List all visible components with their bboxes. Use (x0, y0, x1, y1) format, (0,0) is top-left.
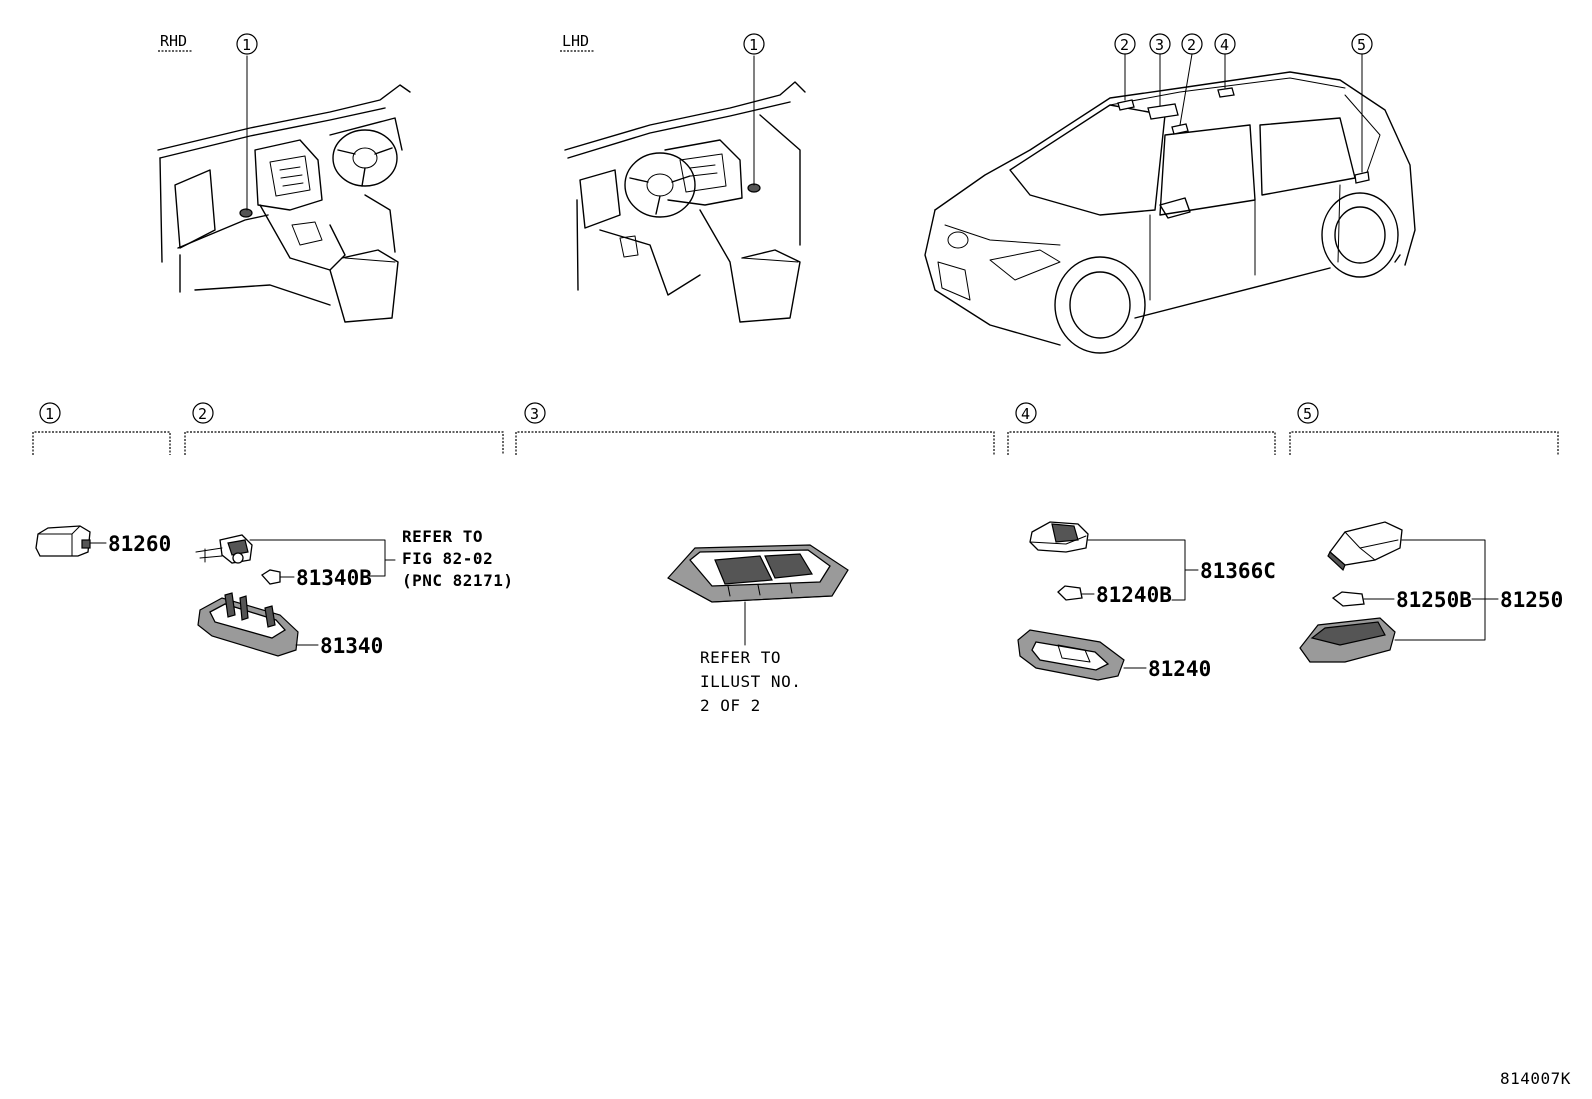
svg-text:5: 5 (1303, 405, 1312, 423)
part-81240-group[interactable]: 81366C 81240B 81240 (1017, 521, 1276, 681)
svg-text:3: 3 (530, 405, 539, 423)
refer-illust-note-line2: ILLUST NO. (700, 672, 801, 691)
refer-illust-note-line1: REFER TO (700, 648, 781, 667)
part-label-81340B[interactable]: 81340B (296, 566, 372, 590)
part-label-81240[interactable]: 81240 (1148, 657, 1211, 681)
group-4-header: 4 (1007, 402, 1276, 455)
group-1-header: 1 (32, 402, 171, 455)
group-3-header: 3 (515, 402, 995, 455)
part-label-81250B[interactable]: 81250B (1396, 588, 1472, 612)
refer-fig-note-line2: FIG 82-02 (402, 549, 493, 568)
svg-text:4: 4 (1021, 405, 1030, 423)
refer-fig-note-line1: REFER TO (402, 527, 483, 546)
svg-text:3: 3 (1155, 36, 1164, 54)
svg-text:4: 4 (1220, 36, 1229, 54)
group-brackets: 1 2 3 4 5 (32, 402, 1559, 455)
svg-text:2: 2 (1120, 36, 1129, 54)
rhd-dashboard-illustration: RHD 1 (157, 32, 411, 323)
part-label-81340[interactable]: 81340 (320, 634, 383, 658)
part-label-81366C[interactable]: 81366C (1200, 559, 1276, 583)
svg-text:2: 2 (198, 405, 207, 423)
part-map-lamp-group[interactable]: REFER TO ILLUST NO. 2 OF 2 (667, 544, 849, 715)
group-2-header: 2 (184, 402, 504, 455)
vehicle-illustration: 2 3 2 4 5 (924, 33, 1416, 354)
group-5-header: 5 (1289, 402, 1559, 455)
refer-illust-note-line3: 2 OF 2 (700, 696, 761, 715)
part-81250-group[interactable]: 81250B 81250 (1299, 521, 1563, 663)
part-label-81260[interactable]: 81260 (108, 532, 171, 556)
svg-text:2: 2 (1187, 36, 1196, 54)
svg-text:1: 1 (242, 36, 251, 54)
part-label-81240B[interactable]: 81240B (1096, 583, 1172, 607)
part-label-81250[interactable]: 81250 (1500, 588, 1563, 612)
part-81260-group[interactable]: 81260 (35, 525, 171, 557)
refer-fig-note-line3: (PNC 82171) (402, 571, 513, 590)
lhd-dashboard-illustration: LHD 1 (560, 32, 806, 323)
svg-text:1: 1 (749, 36, 758, 54)
svg-text:1: 1 (45, 405, 54, 423)
lhd-label: LHD (562, 32, 589, 50)
part-81340-group[interactable]: 81340B REFER TO FIG 82-02 (PNC 82171) 81… (195, 527, 513, 658)
rhd-label: RHD (160, 32, 187, 50)
illustration-code: 814007K (1500, 1069, 1571, 1088)
svg-text:5: 5 (1357, 36, 1366, 54)
